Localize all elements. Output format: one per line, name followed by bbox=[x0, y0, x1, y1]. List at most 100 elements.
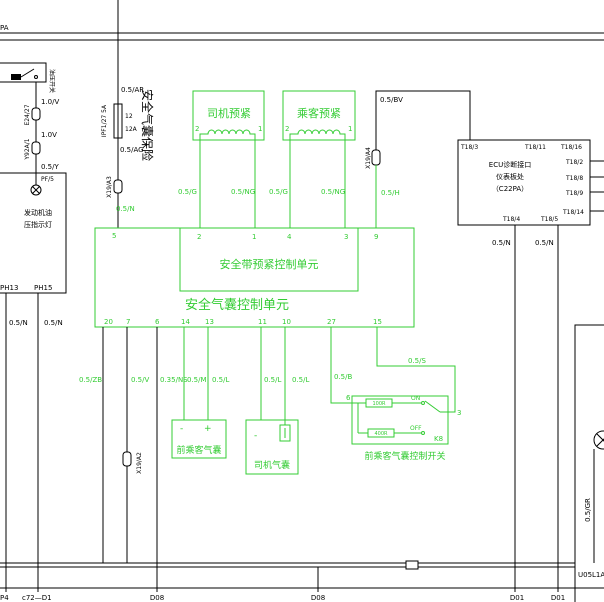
wire-label-pin-10: 0.5/L bbox=[292, 376, 309, 384]
wire-label-pin-27: 0.5/B bbox=[334, 373, 352, 381]
ground-label-4: D08 bbox=[311, 594, 325, 602]
ecu-pin-t18-14: T18/14 bbox=[562, 209, 584, 216]
driver-pretensioner-label: 司机预紧 bbox=[207, 106, 251, 120]
ecu-pin-t18-9: T18/9 bbox=[565, 190, 583, 197]
wire-pin-27 bbox=[330, 327, 352, 404]
wire-label-pin-11: 0.5/L bbox=[264, 376, 281, 384]
lamp-cross-2 bbox=[32, 186, 40, 194]
ecu-pin-t18-2: T18/2 bbox=[565, 159, 583, 166]
driver-airbag-label: 司机气囊 bbox=[254, 459, 290, 471]
unit-bottom-pin-13: 13 bbox=[205, 318, 214, 326]
ground-label-3: D08 bbox=[150, 594, 164, 602]
ecu-pin-t18-11: T18/11 bbox=[524, 144, 546, 151]
wire-label-pin-7: 0.5/V bbox=[131, 376, 149, 384]
switch-on-contact bbox=[421, 401, 425, 405]
right-lamp-icon bbox=[593, 430, 604, 450]
passenger-airbag bbox=[171, 419, 227, 459]
fuse-pin-bottom: 12A bbox=[125, 126, 138, 133]
wire-label-power-unit: 0.5/H bbox=[381, 189, 400, 197]
right-lamp-cross-2 bbox=[596, 438, 604, 447]
connector-label-x19-a3: X19/A3 bbox=[106, 176, 113, 198]
lamp-text-2: 压指示灯 bbox=[24, 220, 52, 229]
wire-label-fuse-unit: 0.5/N bbox=[116, 205, 135, 213]
connector-label-x19-a2: X19/A2 bbox=[136, 452, 143, 474]
lamp-pin-label: PF/5 bbox=[41, 176, 54, 183]
passenger-pretensioner-coil bbox=[289, 129, 346, 140]
switch-arm bbox=[20, 68, 35, 78]
connector-label-y92a: Y92A/1 bbox=[24, 138, 31, 160]
wire-label-driver-pret-a: 0.5/G bbox=[178, 188, 197, 196]
connector-x19-a3 bbox=[113, 179, 123, 194]
passenger-airbag-switch bbox=[351, 395, 449, 445]
ecu-title-1: ECU诊断接口 bbox=[489, 160, 531, 169]
unit-bottom-pin-20: 20 bbox=[104, 318, 113, 326]
fuse-title: 安全气囊保险 bbox=[140, 89, 155, 161]
wire-label-pin-20: 0.5/ZB bbox=[79, 376, 102, 384]
switch-on-label: ON bbox=[411, 395, 420, 402]
driver-airbag-squib bbox=[279, 424, 291, 442]
connector-e24 bbox=[31, 107, 41, 121]
passenger-pretensioner bbox=[282, 90, 356, 141]
resistor-off-label: 400R bbox=[374, 431, 388, 437]
resistor-on-label: 100R bbox=[372, 401, 386, 407]
wire-label-fuse-out: 0.5/AG bbox=[120, 146, 144, 154]
wire-label-ecu-a: 0.5/N bbox=[492, 239, 511, 247]
wire-label-pin-15: 0.5/S bbox=[408, 357, 426, 365]
switch-arm-k8 bbox=[424, 400, 441, 413]
unit-bottom-pin-7: 7 bbox=[126, 318, 130, 326]
ecu-pin-t18-16: T18/16 bbox=[560, 144, 582, 151]
bus-splice bbox=[405, 560, 419, 570]
pin-ph15: PH15 bbox=[34, 284, 52, 292]
ecu-pin-t18-3: T18/3 bbox=[460, 144, 478, 151]
ecu-pin-t18-5: T18/5 bbox=[540, 216, 558, 223]
bus-label: PA bbox=[0, 24, 9, 32]
wire-label-pass-pret-a: 0.5/G bbox=[269, 188, 288, 196]
pin-ph13: PH13 bbox=[0, 284, 18, 292]
switch-id: K8 bbox=[434, 435, 443, 443]
wire-label-oil-mid: 1.0V bbox=[41, 131, 57, 139]
switch-terminal bbox=[34, 75, 38, 79]
passenger-pretensioner-label: 乘客预紧 bbox=[297, 106, 341, 120]
wire-label-pin-6: 0.35/NS bbox=[160, 376, 188, 384]
connector-label-x19-a4: X19/A4 bbox=[365, 147, 372, 169]
airbag-unit-title: 安全气囊控制单元 bbox=[185, 297, 289, 313]
lamp-text-1: 发动机油 bbox=[24, 208, 52, 217]
wire-label-pin-13: 0.5/L bbox=[212, 376, 229, 384]
ecu-title-2: 仪表板处 bbox=[496, 172, 524, 181]
wire-label-ph13: 0.5/N bbox=[9, 319, 28, 327]
oil-pressure-switch bbox=[0, 62, 47, 83]
pretensioner-unit-title: 安全带预紧控制单元 bbox=[220, 257, 319, 271]
connector-label-e24: E24/27 bbox=[24, 104, 31, 125]
driver-pretensioner-coil bbox=[199, 129, 256, 140]
connector-x19-a4 bbox=[371, 149, 381, 166]
wire-label-power: 0.5/BV bbox=[380, 96, 403, 104]
pretensioner-control-unit bbox=[179, 227, 359, 292]
unit-bottom-pin-15: 15 bbox=[373, 318, 382, 326]
driver-pretensioner bbox=[192, 90, 265, 141]
switch-off-label: OFF bbox=[410, 425, 422, 432]
oil-pressure-lamp-icon bbox=[30, 184, 42, 196]
connector-label-u05l1a: U05L1A bbox=[578, 571, 604, 579]
passenger-pretensioner-pin-1: 1 bbox=[348, 125, 352, 133]
wire-label-fuse-in: 0.5/AR bbox=[121, 86, 144, 94]
driver-pretensioner-pin-1: 1 bbox=[258, 125, 262, 133]
switch-label: 前乘客气囊控制开关 bbox=[364, 450, 445, 462]
unit-top-pin-3: 3 bbox=[344, 233, 348, 241]
switch-pin-3: 3 bbox=[457, 409, 461, 417]
ecu-pin-t18-8: T18/8 bbox=[565, 175, 583, 182]
wire-label-right-gr: 0.5/GR bbox=[584, 498, 592, 522]
ecu-title-3: （C22PA） bbox=[492, 185, 528, 193]
driver-airbag-minus: - bbox=[254, 431, 257, 441]
switch-pin-6: 6 bbox=[346, 394, 351, 402]
instrument-cluster-box bbox=[0, 172, 67, 294]
unit-top-pin-4: 4 bbox=[287, 233, 292, 241]
switch-off-contact bbox=[421, 431, 425, 435]
unit-top-pin-2: 2 bbox=[197, 233, 201, 241]
ecu-pin-t18-4: T18/4 bbox=[502, 216, 520, 223]
wire-label-ecu-b: 0.5/N bbox=[535, 239, 554, 247]
right-component-box bbox=[574, 324, 604, 602]
unit-top-pin-5: 5 bbox=[112, 232, 116, 240]
ground-label-2: c72—D1 bbox=[22, 594, 52, 602]
wire-label-oil-top: 1.0/V bbox=[41, 98, 59, 106]
